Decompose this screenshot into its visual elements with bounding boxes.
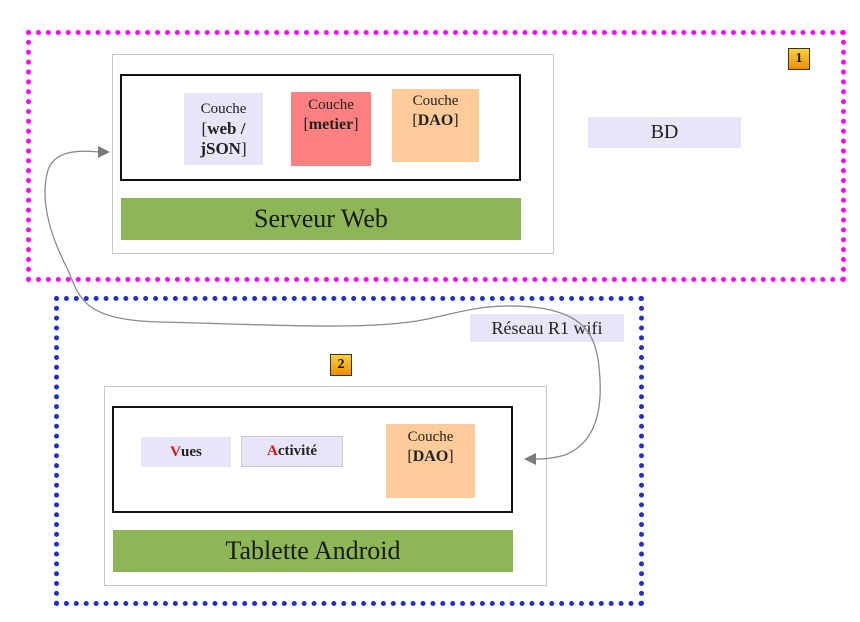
server-web-label: Serveur Web: [121, 198, 521, 240]
layer-web-json: Couche [web / jSON]: [184, 93, 263, 165]
layer-metier-name: [metier]: [303, 116, 359, 133]
zone-badge-2: 2: [330, 354, 352, 376]
layer-dao-server-word: Couche: [412, 93, 459, 109]
vues-rest: ues: [181, 443, 202, 460]
layer-metier-word: Couche: [308, 97, 354, 113]
layer-web-word: Couche: [200, 101, 247, 117]
layer-web-line1: [web /: [201, 119, 246, 138]
layer-dao-tablet-word: Couche: [407, 429, 454, 445]
tablet-android-label: Tablette Android: [113, 530, 513, 572]
layer-dao-tablet: Couche [DAO]: [386, 424, 475, 498]
layer-dao-server: Couche [DAO]: [392, 89, 479, 162]
network-label: Réseau R1 wifi: [470, 314, 624, 342]
layer-web-line2: jSON]: [200, 139, 247, 158]
layer-dao-server-name: [DAO]: [412, 112, 459, 129]
zone-badge-1: 1: [788, 48, 810, 70]
vues-initial: V: [170, 443, 181, 460]
connector-path-lower: [44, 150, 601, 466]
server-zone: [26, 30, 846, 282]
bd-box: BD: [588, 117, 741, 148]
activite-initial: A: [267, 443, 278, 459]
client-zone: [54, 296, 644, 606]
layer-metier: Couche [metier]: [291, 92, 371, 166]
activite-rest: ctivité: [277, 443, 317, 459]
layer-dao-tablet-name: [DAO]: [407, 448, 454, 465]
